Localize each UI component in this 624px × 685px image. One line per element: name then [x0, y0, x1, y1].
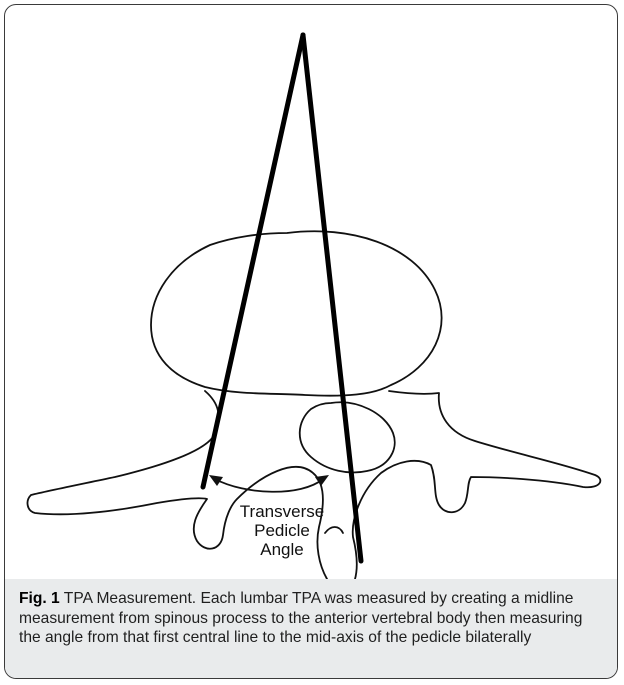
- angle-label-line-1: Transverse: [240, 502, 324, 521]
- right-pedicle-axis-line: [303, 35, 361, 561]
- vertebral-body-outline: [151, 231, 442, 395]
- angle-label-line-2: Pedicle: [254, 521, 310, 540]
- figure-number: Fig. 1: [19, 590, 60, 607]
- caption-text: TPA Measurement. Each lumbar TPA was mea…: [19, 590, 582, 646]
- vertebra-diagram: Transverse Pedicle Angle: [5, 5, 618, 580]
- figure-frame: Transverse Pedicle Angle Fig. 1 TPA Meas…: [4, 4, 618, 679]
- angle-label-line-3: Angle: [260, 540, 303, 559]
- spinous-process-notch: [325, 527, 343, 533]
- angle-arc-left-arrowhead: [209, 475, 223, 486]
- figure-caption: Fig. 1 TPA Measurement. Each lumbar TPA …: [5, 579, 617, 678]
- left-pedicle-axis-line: [203, 35, 303, 487]
- angle-arc: [215, 479, 323, 492]
